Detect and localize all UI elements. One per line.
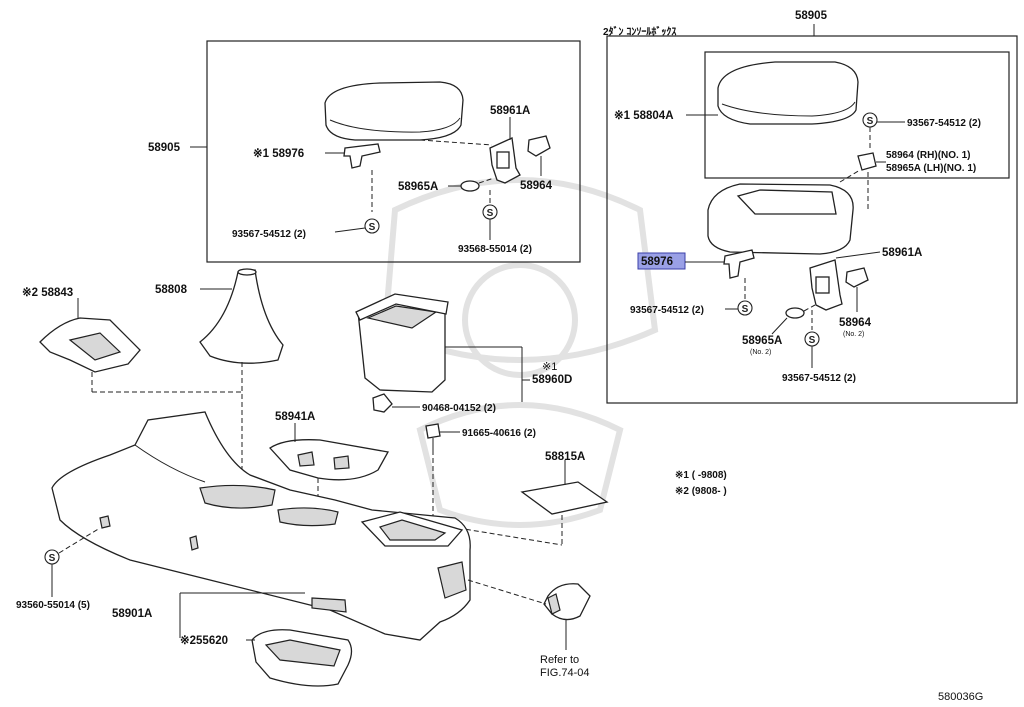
header-japanese: 2ﾀﾞﾝ ｺﾝｿｰﾙﾎﾞｯｸｽ (603, 25, 676, 38)
legend-note-2: ※2 (9808- ) (675, 486, 727, 497)
svg-text:S: S (369, 222, 376, 233)
label-91665: 91665-40616 (2) (462, 428, 536, 439)
screw-symbol-left-2: S (482, 204, 498, 220)
label-93567-right-bot: 93567-54512 (2) (782, 373, 856, 384)
label-58976-right[interactable]: 58976 (641, 256, 673, 268)
label-58964-rh: 58964 (RH)(NO. 1) (886, 150, 970, 161)
svg-text:S: S (867, 116, 874, 127)
label-93567-right-mid: 93567-54512 (2) (630, 305, 704, 316)
label-58961A-left: 58961A (490, 105, 530, 117)
label-58905-top: 58905 (795, 10, 828, 22)
stopper-left-58964[interactable] (527, 135, 551, 157)
label-93568-left: 93568-55014 (2) (458, 244, 532, 255)
clip-right-58965A[interactable] (785, 307, 805, 319)
label-58965A-lh: 58965A (LH)(NO. 1) (886, 163, 976, 174)
label-no2-b: (No. 2) (843, 331, 864, 338)
reference-line-2[interactable]: FIG.74-04 (540, 667, 590, 679)
armrest-lid-left[interactable] (324, 81, 464, 141)
shift-boot-58808[interactable] (199, 269, 284, 364)
svg-text:S: S (742, 304, 749, 315)
label-58815A: 58815A (545, 451, 585, 463)
figure-code: 580036G (938, 691, 983, 703)
highlight-58976 (637, 252, 686, 270)
label-58961A-right: 58961A (882, 247, 922, 259)
armrest-lid-right[interactable] (717, 61, 859, 125)
label-no2-a: (No. 2) (750, 349, 771, 356)
label-58964-left: 58964 (520, 180, 553, 192)
svg-text:S: S (809, 335, 816, 346)
screw-symbol-right-top: S (862, 112, 878, 128)
label-58901A: 58901A (112, 608, 152, 620)
label-58965A-left: 58965A (398, 181, 438, 193)
svg-text:S: S (487, 208, 494, 219)
left-inset-box (206, 40, 581, 263)
clip-left-58965A[interactable] (460, 180, 480, 192)
screw-symbol-left-1: S (364, 218, 380, 234)
label-55620: ※255620 (180, 634, 228, 647)
label-58804A: ※1 58804A (614, 109, 674, 122)
trim-panel-58941A[interactable] (269, 439, 390, 481)
clip-90468[interactable] (372, 393, 393, 413)
label-58976-left: ※1 58976 (253, 147, 304, 160)
screw-symbol-right-mid: S (737, 300, 753, 316)
label-93567-left: 93567-54512 (2) (232, 229, 306, 240)
label-58960D: 58960D (532, 374, 572, 386)
label-58905-left: 58905 (148, 142, 181, 154)
reference-line-1: Refer to (540, 654, 579, 666)
legend-note-1: ※1 ( -9808) (675, 470, 727, 481)
label-58843: ※2 58843 (22, 286, 73, 299)
screw-symbol-right-bot: S (804, 331, 820, 347)
label-93560: 93560-55014 (5) (16, 600, 90, 611)
label-58965A-right: 58965A (742, 335, 782, 347)
label-58808: 58808 (155, 284, 188, 296)
label-58960D-note: ※1 (542, 361, 557, 373)
stopper-right-58964-no2[interactable] (845, 267, 869, 288)
screw-symbol-93560: S (44, 549, 60, 565)
console-body-58901A[interactable] (51, 411, 471, 641)
stopper-right-58964[interactable] (857, 152, 877, 171)
hinge-bracket-right[interactable] (723, 249, 755, 279)
svg-text:S: S (49, 553, 56, 564)
mat-58815A[interactable] (520, 481, 609, 515)
label-90468: 90468-04152 (2) (422, 403, 496, 414)
label-93567-right-top: 93567-54512 (2) (907, 118, 981, 129)
hinge-bracket-left[interactable] (343, 143, 381, 169)
right-inset-box (606, 35, 1018, 404)
screw-91665[interactable] (425, 423, 441, 439)
label-58941A: 58941A (275, 411, 315, 423)
label-58964-right: 58964 (839, 317, 872, 329)
